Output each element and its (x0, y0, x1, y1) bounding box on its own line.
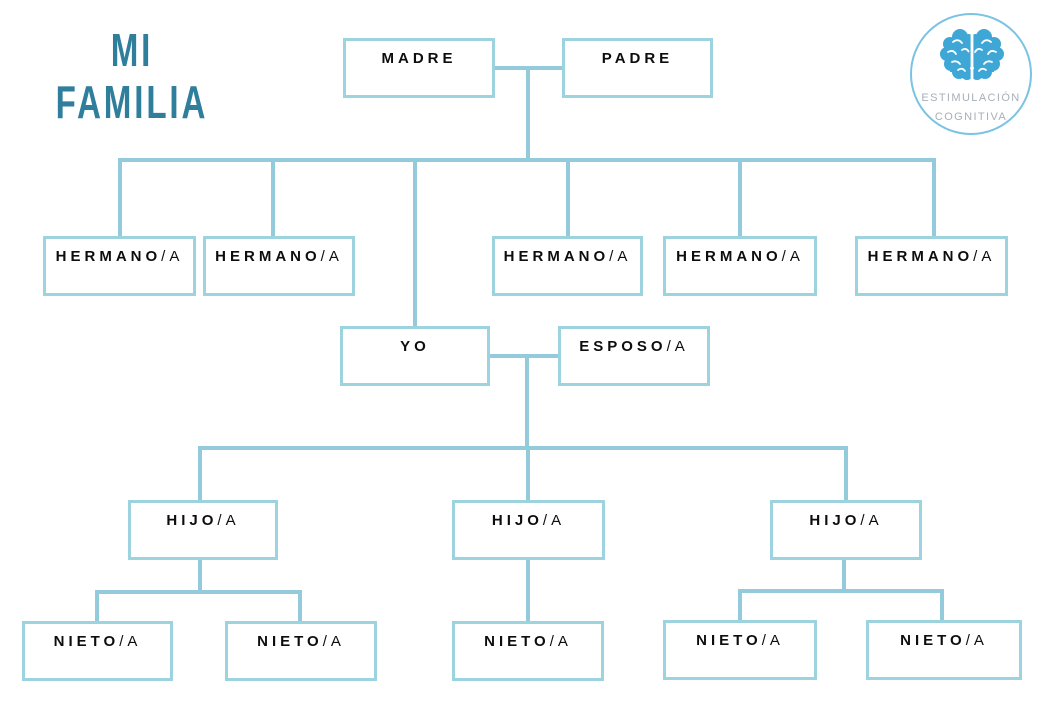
connector-hijo3-down (842, 560, 846, 591)
connector-drop-yo (413, 158, 417, 328)
logo-text-line-1: ESTIMULACIÓN (921, 92, 1021, 104)
connector-parents-drop (526, 66, 530, 162)
node-hermano-2: HERMANO/A (203, 236, 355, 296)
connector-hijo1-down (198, 560, 202, 592)
brain-icon (940, 28, 1004, 81)
logo-text-line-2: COGNITIVA (934, 111, 1008, 123)
connector-drop-nieto-4 (738, 589, 742, 622)
connector-drop-hermano-5 (932, 158, 936, 238)
connector-drop-nieto-3 (526, 560, 530, 623)
node-hermano-3: HERMANO/A (492, 236, 643, 296)
title-line-2: FAMILIA (55, 76, 209, 128)
connector-drop-hermano-2 (271, 158, 275, 238)
node-nieto-4: NIETO/A (663, 620, 817, 680)
node-yo: YO (340, 326, 490, 386)
node-nieto-2: NIETO/A (225, 621, 377, 681)
node-nieto-1: NIETO/A (22, 621, 173, 681)
node-hijo-1: HIJO/A (128, 500, 278, 560)
page-title: MI FAMILIA (16, 24, 248, 128)
connector-drop-hermano-4 (738, 158, 742, 238)
node-nieto-3: NIETO/A (452, 621, 604, 681)
node-esposo: ESPOSO/A (558, 326, 710, 386)
connector-drop-hijo-3 (844, 446, 848, 502)
node-padre: PADRE (562, 38, 713, 98)
connector-couple-horizontal (490, 354, 558, 358)
node-madre: MADRE (343, 38, 495, 98)
connector-couple-drop (525, 354, 529, 448)
connector-drop-nieto-1 (95, 590, 99, 623)
connector-drop-nieto-2 (298, 590, 302, 623)
title-line-1: MI (110, 24, 154, 76)
connector-drop-hijo-2 (526, 446, 530, 502)
connector-siblings-line (118, 158, 936, 162)
connector-drop-nieto-5 (940, 589, 944, 622)
node-hermano-1: HERMANO/A (43, 236, 196, 296)
connector-hijo1-grandchildren-line (95, 590, 302, 594)
node-nieto-5: NIETO/A (866, 620, 1022, 680)
node-hijo-2: HIJO/A (452, 500, 605, 560)
connector-drop-hijo-1 (198, 446, 202, 502)
connector-drop-hermano-3 (566, 158, 570, 238)
node-hermano-5: HERMANO/A (855, 236, 1008, 296)
connector-hijo3-grandchildren-line (738, 589, 944, 593)
connector-drop-hermano-1 (118, 158, 122, 238)
node-hijo-3: HIJO/A (770, 500, 922, 560)
node-hermano-4: HERMANO/A (663, 236, 817, 296)
connector-children-line (198, 446, 848, 450)
brand-logo: ESTIMULACIÓN COGNITIVA (910, 13, 1032, 135)
